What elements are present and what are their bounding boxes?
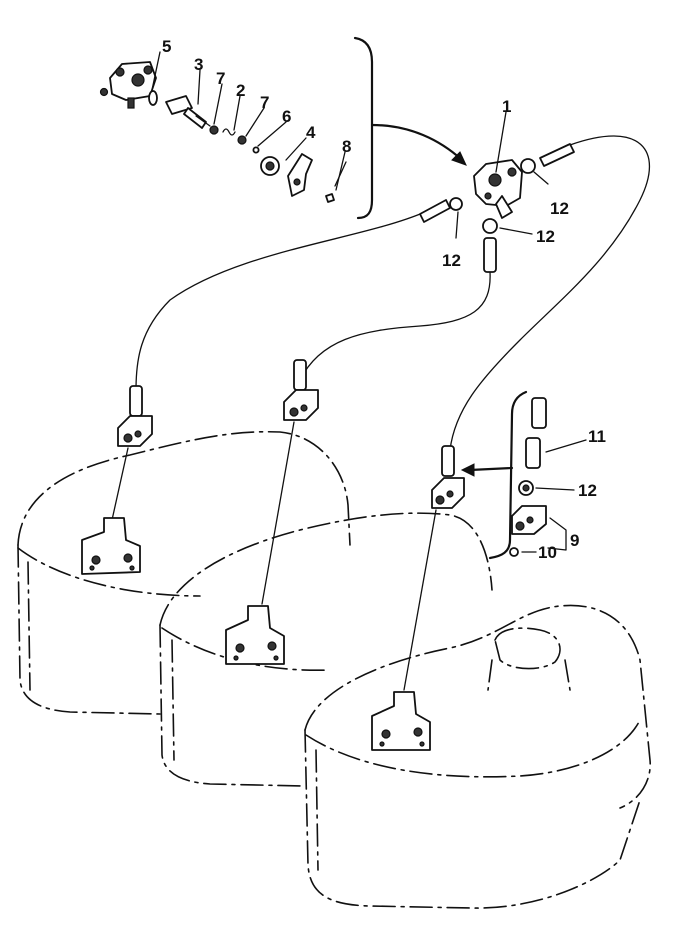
- callout-10: 10: [538, 543, 557, 562]
- clamp-12-bottom: [482, 218, 498, 234]
- tank-fitting-right: [371, 691, 431, 751]
- connector-parts-inset: [460, 390, 587, 560]
- shaft-part-3: [165, 95, 211, 129]
- callout-4: 4: [306, 123, 316, 142]
- clamp-12-right: [520, 158, 536, 174]
- hose-stub-right: [539, 143, 575, 167]
- tank-fitting-middle: [225, 605, 285, 665]
- callout-1: 1: [502, 97, 511, 116]
- fuel-tank-right: [304, 604, 651, 909]
- screw-part-8: [325, 161, 347, 203]
- lever-part-4: [260, 153, 313, 197]
- callout-12-bottom: 12: [536, 227, 555, 246]
- callout-5: 5: [162, 37, 171, 56]
- washer-part-7b: [237, 135, 247, 145]
- hose-part-11a: [531, 397, 547, 429]
- callout-11: 11: [588, 427, 606, 446]
- callout-3: 3: [194, 55, 203, 74]
- callout-6: 6: [282, 107, 291, 126]
- callout-9: 9: [570, 531, 579, 550]
- tank-fitting-left: [81, 517, 141, 575]
- callout-7b: 7: [260, 93, 269, 112]
- hose-stub-bottom: [483, 237, 497, 273]
- valve-body-exploded: [99, 61, 157, 109]
- callout-7a: 7: [216, 69, 225, 88]
- fuel-valve-assembly: [419, 111, 575, 273]
- callout-12-right: 12: [550, 199, 569, 218]
- connector-left: [111, 385, 153, 521]
- fuel-tank-left: [17, 430, 351, 715]
- o-ring-part-5: [148, 90, 158, 106]
- ring-part-6: [252, 146, 260, 154]
- washer-part-7a: [209, 125, 219, 135]
- hose-stub-left: [419, 199, 451, 223]
- o-ring-part-10: [509, 547, 519, 557]
- callout-12-left: 12: [442, 251, 461, 270]
- fuel-hoses: [135, 135, 650, 451]
- callout-12-inset: 12: [578, 481, 597, 500]
- connector-right: [403, 445, 465, 691]
- connector-middle: [261, 359, 319, 605]
- hose-part-11b: [525, 437, 541, 469]
- clamp-12-left: [449, 197, 463, 211]
- spring-part-2: [222, 128, 236, 136]
- exploded-view-inset: [99, 36, 467, 220]
- callout-8: 8: [342, 137, 351, 156]
- callout-2: 2: [236, 81, 245, 100]
